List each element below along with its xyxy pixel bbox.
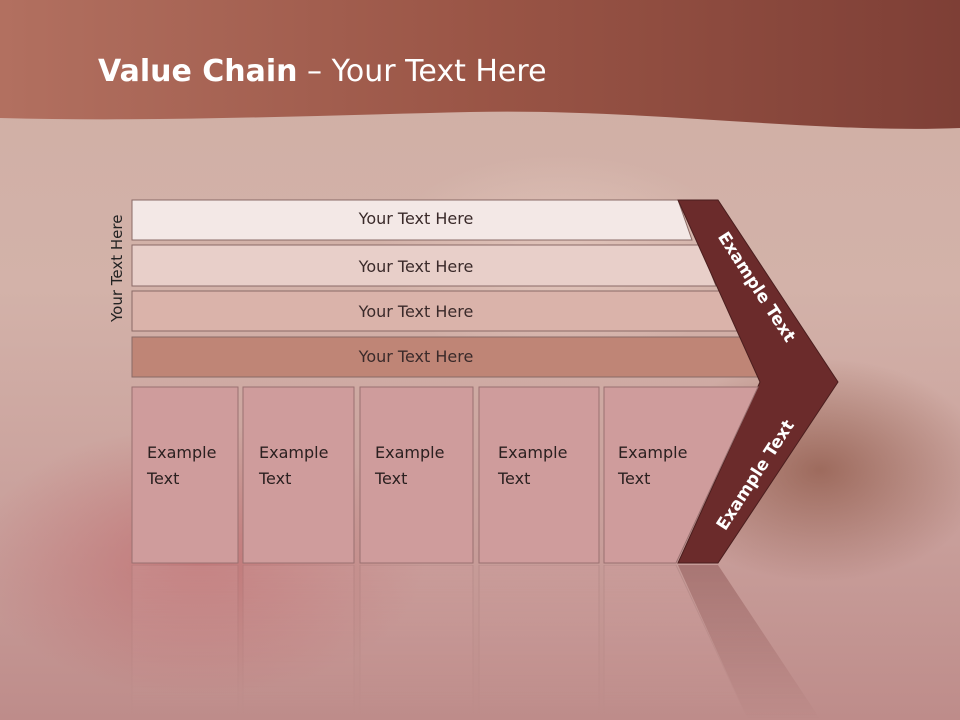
box-3-line1: Example: [375, 443, 444, 462]
box-2-line1: Example: [259, 443, 328, 462]
box-3-line2: Text: [374, 469, 407, 488]
box-5-line1: Example: [618, 443, 687, 462]
diagram-reflection: [131, 564, 821, 720]
row-1-label: Your Text Here: [358, 209, 474, 228]
chevron-arrow: [677, 199, 839, 564]
box-4-line2: Text: [497, 469, 530, 488]
title-bold: Value Chain: [98, 54, 298, 89]
row-3-label: Your Text Here: [358, 302, 474, 321]
row-2: [131, 244, 717, 287]
box-4: [478, 386, 600, 564]
box-2-line2: Text: [258, 469, 291, 488]
row-4-label: Your Text Here: [358, 347, 474, 366]
box-1-line1: Example: [147, 443, 216, 462]
row-2-label: Your Text Here: [358, 257, 474, 276]
box-1: [131, 386, 239, 564]
box-1-line2: Text: [146, 469, 179, 488]
box-5-line2: Text: [617, 469, 650, 488]
title-band: [0, 0, 960, 129]
box-4-line1: Example: [498, 443, 567, 462]
row-1: [131, 199, 693, 241]
box-2: [242, 386, 355, 564]
slide-title: Value Chain – Your Text Here: [98, 54, 547, 89]
box-5: [603, 386, 759, 564]
title-rest: – Your Text Here: [297, 54, 547, 89]
box-3: [359, 386, 474, 564]
